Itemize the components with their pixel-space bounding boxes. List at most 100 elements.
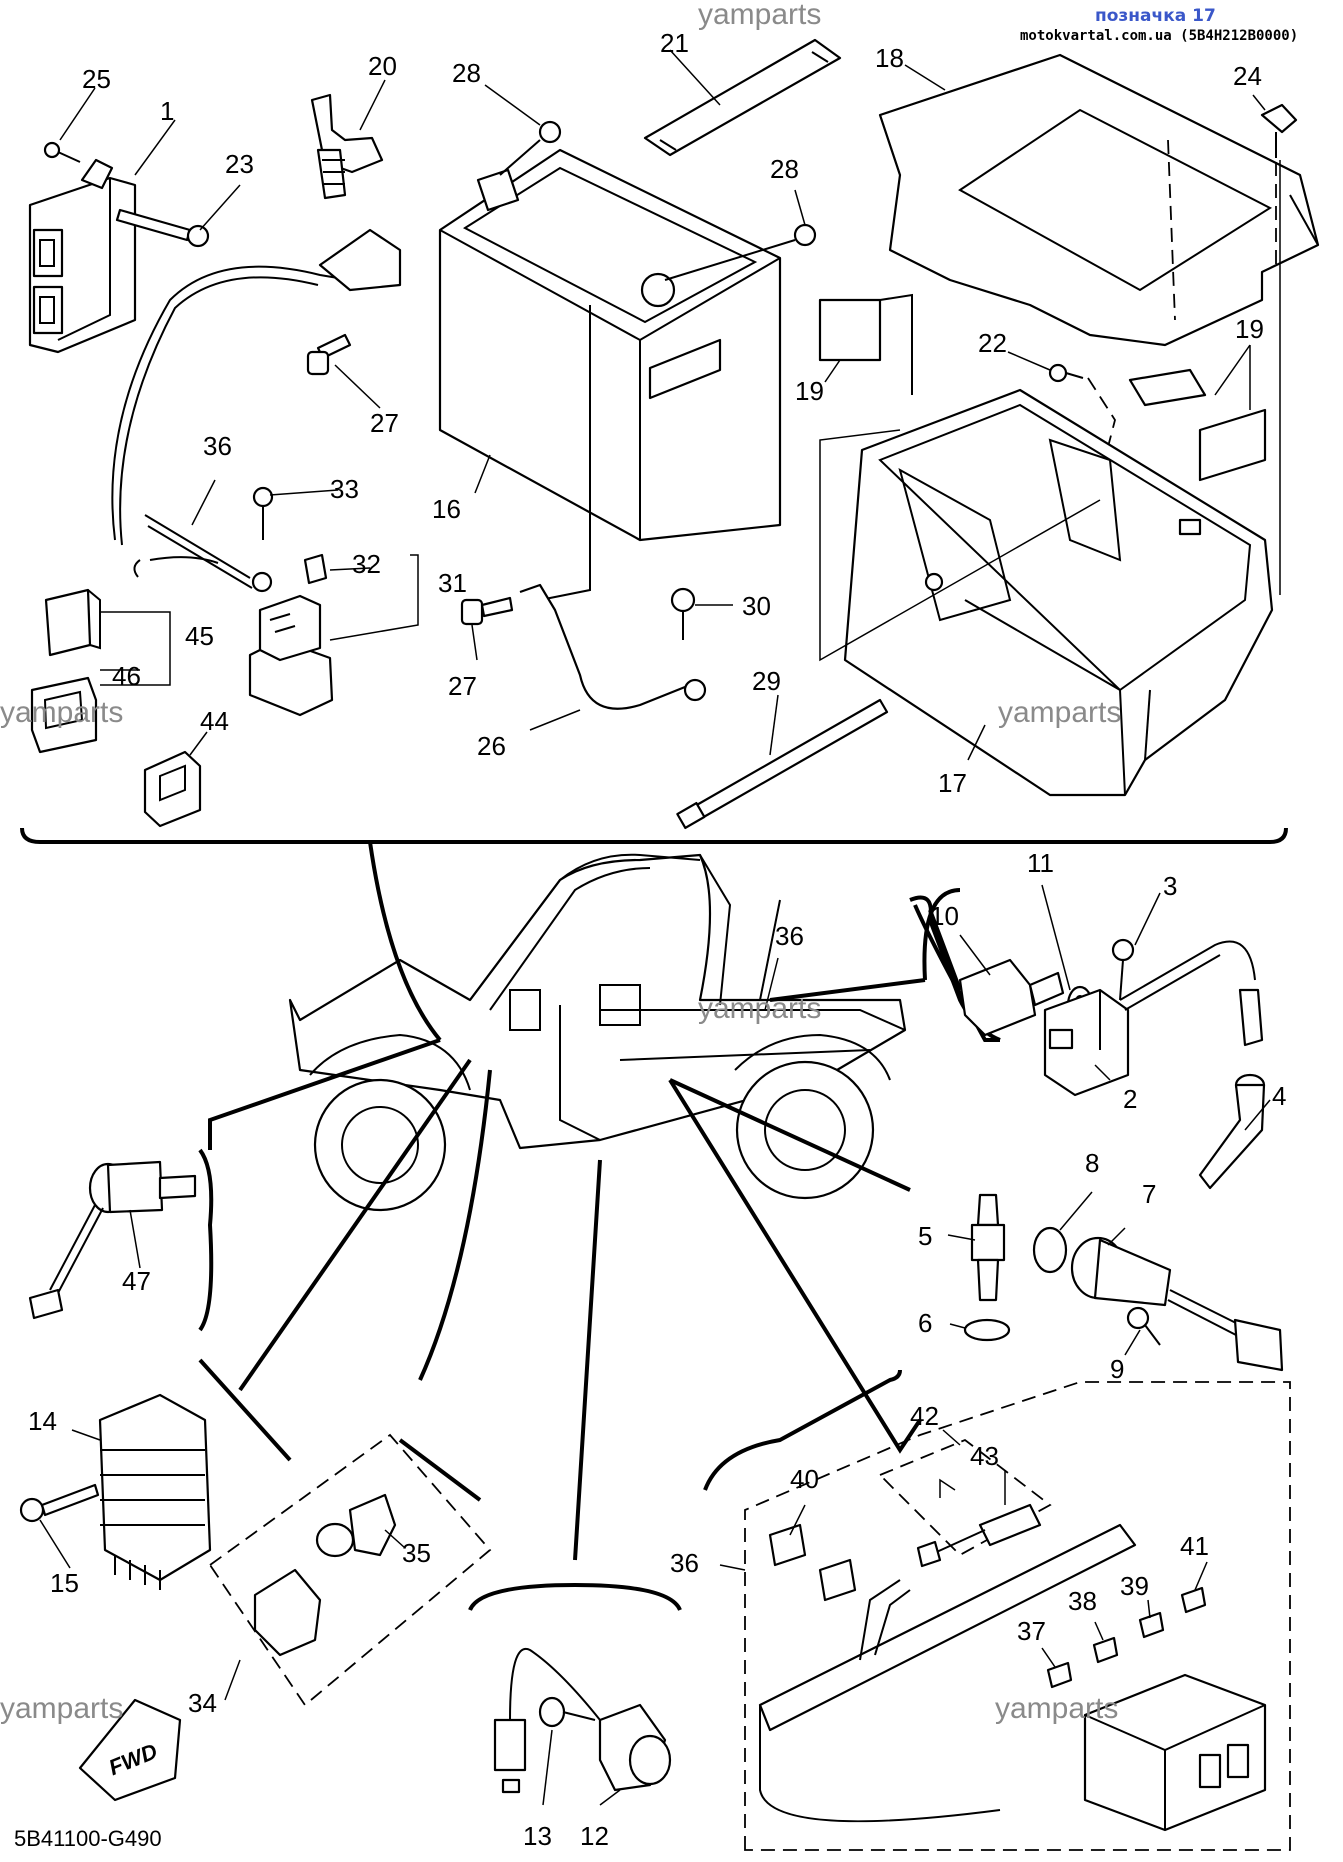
watermark: yamparts — [0, 696, 123, 729]
part-sensor-12 — [598, 1703, 672, 1792]
watermark: yamparts — [998, 696, 1121, 729]
callout-29: 29 — [752, 666, 781, 696]
watermark: yamparts — [995, 1692, 1118, 1725]
fwd-arrow-icon: FWD — [78, 1698, 182, 1802]
upper-section-divider — [20, 827, 1288, 844]
callout-36-lower: 36 — [670, 1548, 699, 1578]
part-pad-19-right-a — [1128, 368, 1207, 407]
battery-cable-36 — [111, 265, 351, 541]
callout-4: 4 — [1272, 1081, 1286, 1111]
watermark: yamparts — [698, 0, 821, 31]
part-starter-relay-31 — [248, 594, 334, 717]
callout-19-right: 19 — [1235, 314, 1264, 344]
part-bolt-33 — [252, 486, 274, 540]
callout-11: 11 — [1027, 848, 1054, 878]
callout-17: 17 — [938, 768, 967, 798]
part-rectifier-14 — [98, 1393, 212, 1590]
callout-15: 15 — [50, 1568, 79, 1598]
part-wire-harness-36 — [758, 1523, 1137, 1732]
part-strap-21 — [643, 38, 842, 157]
callout-3: 3 — [1163, 871, 1177, 901]
part-bolt-27-upper — [306, 333, 352, 376]
callout-24: 24 — [1233, 61, 1262, 91]
part-fuse-37 — [1046, 1661, 1073, 1689]
callout-28-right: 28 — [770, 154, 799, 184]
callout-37: 37 — [1017, 1616, 1046, 1646]
callout-7: 7 — [1142, 1179, 1156, 1209]
part-clamp-20 — [310, 93, 384, 200]
part-switch-34 — [253, 1568, 322, 1657]
part-ignition-coil-2 — [1043, 988, 1130, 1097]
callout-36-upper: 36 — [203, 431, 232, 461]
part-screw-22 — [1048, 363, 1116, 471]
part-bolt-9 — [1126, 1306, 1161, 1346]
header-subtitle: motokvartal.com.ua (5B4H212B0000) — [1020, 28, 1299, 44]
watermark: yamparts — [698, 992, 821, 1025]
callout-13: 13 — [523, 1821, 552, 1851]
callout-36-mid: 36 — [775, 921, 804, 951]
part-sensor-47 — [28, 1160, 197, 1320]
diagram-code: 5B41100-G490 — [14, 1826, 162, 1851]
callout-43: 43 — [970, 1441, 999, 1471]
part-bolt-3 — [1111, 938, 1135, 1001]
part-bolt-25 — [43, 141, 81, 163]
watermark: yamparts — [0, 1692, 123, 1725]
part-bolt-15 — [19, 1483, 100, 1523]
part-pad-19-right-b — [1198, 408, 1267, 482]
part-connector-13 — [493, 1718, 527, 1794]
callout-23: 23 — [225, 149, 254, 179]
callout-28-left: 28 — [452, 58, 481, 88]
callout-44: 44 — [200, 706, 229, 736]
callout-32: 32 — [352, 549, 381, 579]
callout-6: 6 — [918, 1308, 932, 1338]
callout-40: 40 — [790, 1464, 819, 1494]
callout-26: 26 — [477, 731, 506, 761]
callout-27-mid: 27 — [448, 671, 477, 701]
part-fuse-38 — [1092, 1636, 1119, 1664]
callout-45: 45 — [185, 621, 214, 651]
part-spark-cap-4 — [1198, 988, 1266, 1190]
part-o-ring-8 — [1032, 1226, 1068, 1274]
part-fuse-41 — [1180, 1586, 1207, 1614]
part-battery-box — [843, 388, 1274, 797]
callout-38: 38 — [1068, 1586, 1097, 1616]
part-sensor-7 — [1070, 1236, 1284, 1372]
callout-41: 41 — [1180, 1531, 1209, 1561]
callout-33: 33 — [330, 474, 359, 504]
callout-21: 21 — [660, 28, 689, 58]
callout-10: 10 — [930, 901, 959, 931]
part-coupler-44 — [143, 750, 202, 828]
part-vehicle — [288, 853, 907, 1212]
part-clip-24 — [1260, 103, 1298, 265]
callout-8: 8 — [1085, 1148, 1099, 1178]
part-relay-45 — [44, 588, 101, 657]
callout-19-left: 19 — [795, 376, 824, 406]
callout-31: 31 — [438, 568, 467, 598]
part-fuse-32 — [303, 553, 328, 585]
callout-46: 46 — [112, 661, 141, 691]
part-pad-19-left — [818, 298, 882, 362]
callout-25: 25 — [82, 64, 111, 94]
part-bolt-23 — [115, 208, 210, 248]
part-sensor-10 — [958, 958, 1065, 1037]
header-title: позначка 17 — [1095, 6, 1216, 26]
callout-14: 14 — [28, 1406, 57, 1436]
part-cover-18 — [878, 53, 1320, 347]
part-nut-35a — [315, 1522, 355, 1558]
callout-22: 22 — [978, 328, 1007, 358]
callout-35: 35 — [402, 1538, 431, 1568]
callout-34: 34 — [188, 1688, 217, 1718]
part-nut-28-left — [538, 120, 562, 144]
part-connector-43 — [916, 1503, 1042, 1568]
callout-12: 12 — [580, 1821, 609, 1851]
callout-1: 1 — [160, 96, 174, 126]
part-bolt-30 — [670, 587, 696, 640]
part-ecu — [28, 158, 137, 354]
callout-47: 47 — [122, 1266, 151, 1296]
part-battery — [438, 148, 782, 542]
callout-42: 42 — [910, 1401, 939, 1431]
part-gasket-6 — [963, 1318, 1011, 1342]
callout-5: 5 — [918, 1221, 932, 1251]
callout-20: 20 — [368, 51, 397, 81]
